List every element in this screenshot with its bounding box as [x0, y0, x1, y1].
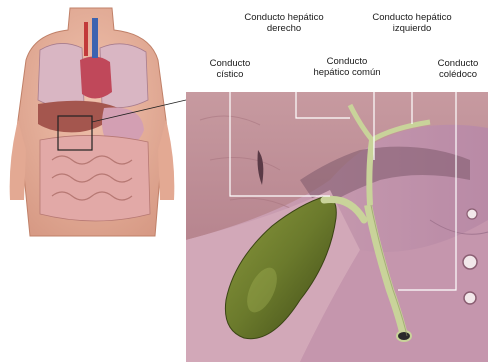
label-right-hepatic-duct: Conducto hepático derecho: [232, 12, 336, 34]
label-cystic-duct-line1: Conducto: [200, 58, 260, 69]
label-left-hepatic-duct-line2: izquierdo: [356, 23, 468, 34]
label-common-bile-duct-line2: colédoco: [428, 69, 488, 80]
label-left-hepatic-duct: Conducto hepático izquierdo: [356, 12, 468, 34]
label-right-hepatic-duct-line1: Conducto hepático: [232, 12, 336, 23]
label-common-bile-duct: Conducto colédoco: [428, 58, 488, 80]
label-right-hepatic-duct-line2: derecho: [232, 23, 336, 34]
label-common-hepatic-duct-line2: hepático común: [304, 67, 390, 78]
label-cystic-duct-line2: cístico: [200, 69, 260, 80]
label-common-bile-duct-line1: Conducto: [428, 58, 488, 69]
detail-panel: [186, 92, 488, 362]
torso-thumbnail: [10, 8, 186, 236]
label-cystic-duct: Conducto cístico: [200, 58, 260, 80]
label-left-hepatic-duct-line1: Conducto hepático: [356, 12, 468, 23]
common-hepatic-duct: [369, 140, 372, 205]
label-common-hepatic-duct: Conducto hepático común: [304, 56, 390, 78]
label-common-hepatic-duct-line1: Conducto: [304, 56, 390, 67]
